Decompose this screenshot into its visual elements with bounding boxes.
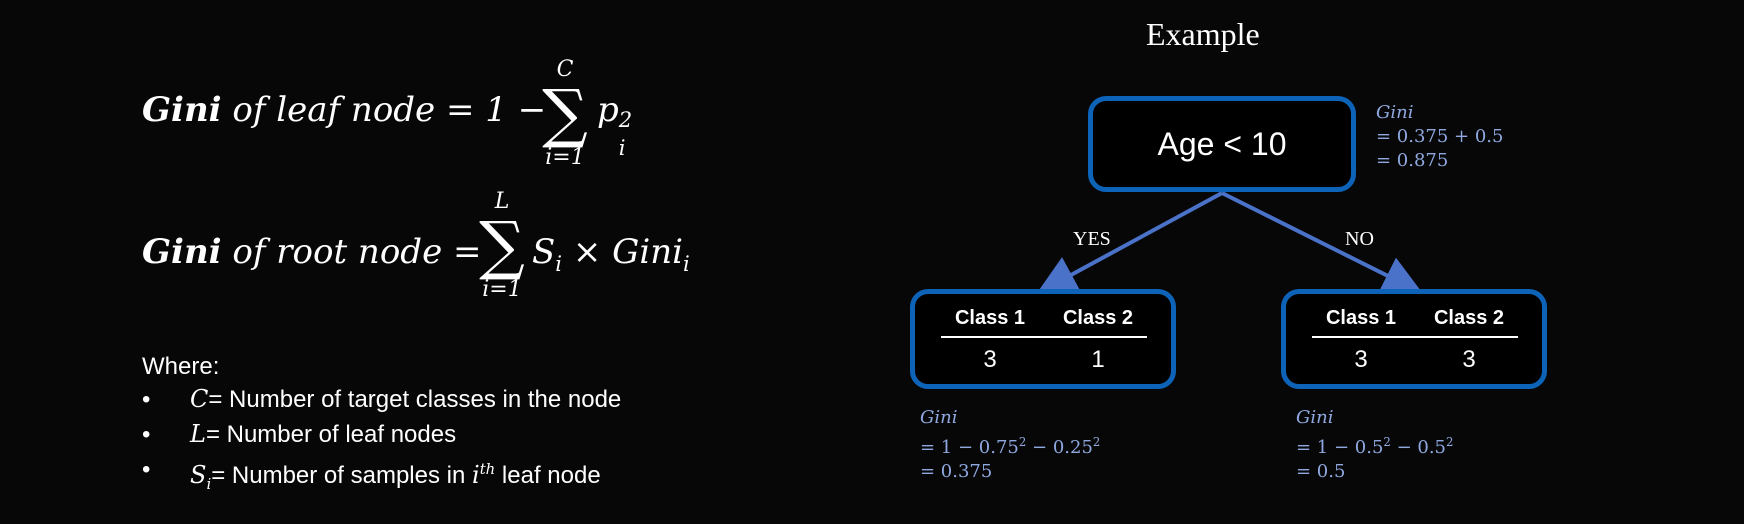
times-operator: ×	[572, 232, 602, 272]
gini-line: = 1 − 0.752 − 0.252	[920, 430, 1100, 460]
leaf-sum-operator: C ∑ i=1	[535, 58, 595, 170]
gini-term: = 1 − 0.75	[920, 437, 1019, 458]
root-gini-calc: Gini = 0.375 + 0.5 = 0.875	[1376, 101, 1504, 173]
gini-label: Gini	[920, 407, 958, 428]
legend-symbol: C	[190, 385, 209, 413]
yes-branch-label: YES	[1073, 228, 1111, 250]
gini-term: − 0.5	[1390, 437, 1447, 458]
legend-symbol: S	[190, 461, 207, 489]
leaf-col-header: Class 1	[954, 307, 1026, 329]
root-node: Age < 10	[1088, 96, 1356, 192]
legend-text: = Number of leaf nodes	[205, 421, 457, 448]
legend-text-tail: leaf node	[495, 462, 601, 489]
leaf-gini-formula: Gini of leaf node = 1 −	[142, 90, 546, 130]
term-gini: Gini	[612, 232, 683, 272]
root-node-label: Age < 10	[1157, 126, 1287, 162]
variable-legend-list: • C= Number of target classes in the nod…	[142, 382, 621, 502]
term-gini-sub: i	[682, 250, 690, 276]
root-gini-formula: Gini of root node =	[142, 232, 481, 272]
formula-text: of leaf node = 1 −	[232, 90, 547, 130]
gini-line: = 0.375 + 0.5	[1376, 126, 1504, 147]
legend-item: • L= Number of leaf nodes	[142, 417, 621, 452]
gini-line: = 1 − 0.52 − 0.52	[1296, 430, 1453, 460]
no-edge-arrow	[1221, 191, 1423, 294]
where-label: Where:	[142, 353, 220, 380]
gini-line: = 0.875	[1376, 150, 1449, 171]
term-sup: 2	[618, 107, 633, 132]
legend-item: • Si= Number of samples in ith leaf node	[142, 452, 621, 502]
bullet-dot: •	[142, 456, 151, 483]
leaf-value: 1	[1091, 346, 1105, 373]
legend-text: = Number of target classes in the node	[208, 386, 622, 413]
formula-gini-bold: Gini	[142, 90, 222, 130]
term-s: S	[532, 232, 556, 272]
left-leaf-gini-calc: Gini = 1 − 0.752 − 0.252 = 0.375	[920, 406, 1100, 484]
leaf-col-header: Class 2	[1433, 307, 1505, 329]
legend-symbol-sub: i	[206, 474, 212, 493]
example-title: Example	[1146, 16, 1260, 52]
leaf-value: 3	[1354, 346, 1368, 373]
gini-term: − 0.25	[1026, 437, 1093, 458]
sum-upper-limit: L	[494, 189, 510, 214]
leaf-value: 3	[1462, 346, 1476, 373]
gini-label: Gini	[1376, 102, 1414, 123]
yes-edge-arrow	[1036, 191, 1223, 294]
leaf-header-rule	[1312, 336, 1518, 338]
term-sub: i	[618, 135, 626, 160]
legend-symbol: L	[190, 420, 206, 448]
right-leaf-gini-calc: Gini = 1 − 0.52 − 0.52 = 0.5	[1296, 406, 1453, 484]
term-p: p	[597, 90, 619, 130]
leaf-header-rule	[941, 336, 1147, 338]
sum-upper-limit: C	[556, 57, 574, 82]
right-leaf-node: Class 1 Class 2 3 3	[1281, 289, 1547, 389]
sigma-symbol: ∑	[542, 77, 588, 151]
legend-item: • C= Number of target classes in the nod…	[142, 382, 621, 417]
formula-gini-bold: Gini	[142, 232, 222, 272]
sum-lower-limit: i=1	[545, 145, 585, 170]
gini-sup: 2	[1092, 435, 1101, 449]
term-s-sub: i	[555, 250, 563, 276]
gini-label: Gini	[1296, 407, 1334, 428]
sigma-symbol: ∑	[479, 209, 525, 283]
no-branch-label: NO	[1345, 228, 1374, 250]
gini-line: = 0.375	[920, 461, 993, 482]
formula-text: of root node =	[232, 232, 482, 272]
gini-sup: 2	[1018, 435, 1027, 449]
gini-sup: 2	[1383, 435, 1391, 449]
root-sum-operator: L ∑ i=1	[472, 190, 532, 302]
legend-text: = Number of samples in	[211, 462, 472, 489]
gini-sup: 2	[1446, 435, 1454, 449]
gini-line: = 0.5	[1296, 461, 1346, 482]
leaf-value: 3	[983, 346, 997, 373]
sum-lower-limit: i=1	[482, 277, 522, 302]
leaf-col-header: Class 1	[1325, 307, 1397, 329]
root-sum-term: Si × Ginii	[532, 232, 690, 276]
bullet-dot: •	[142, 386, 151, 413]
bullet-dot: •	[142, 421, 151, 448]
legend-sup: th	[479, 460, 496, 478]
left-leaf-node: Class 1 Class 2 3 1	[910, 289, 1176, 389]
gini-term: = 1 − 0.5	[1296, 437, 1384, 458]
legend-sup-symbol: i	[472, 461, 480, 489]
leaf-col-header: Class 2	[1062, 307, 1134, 329]
